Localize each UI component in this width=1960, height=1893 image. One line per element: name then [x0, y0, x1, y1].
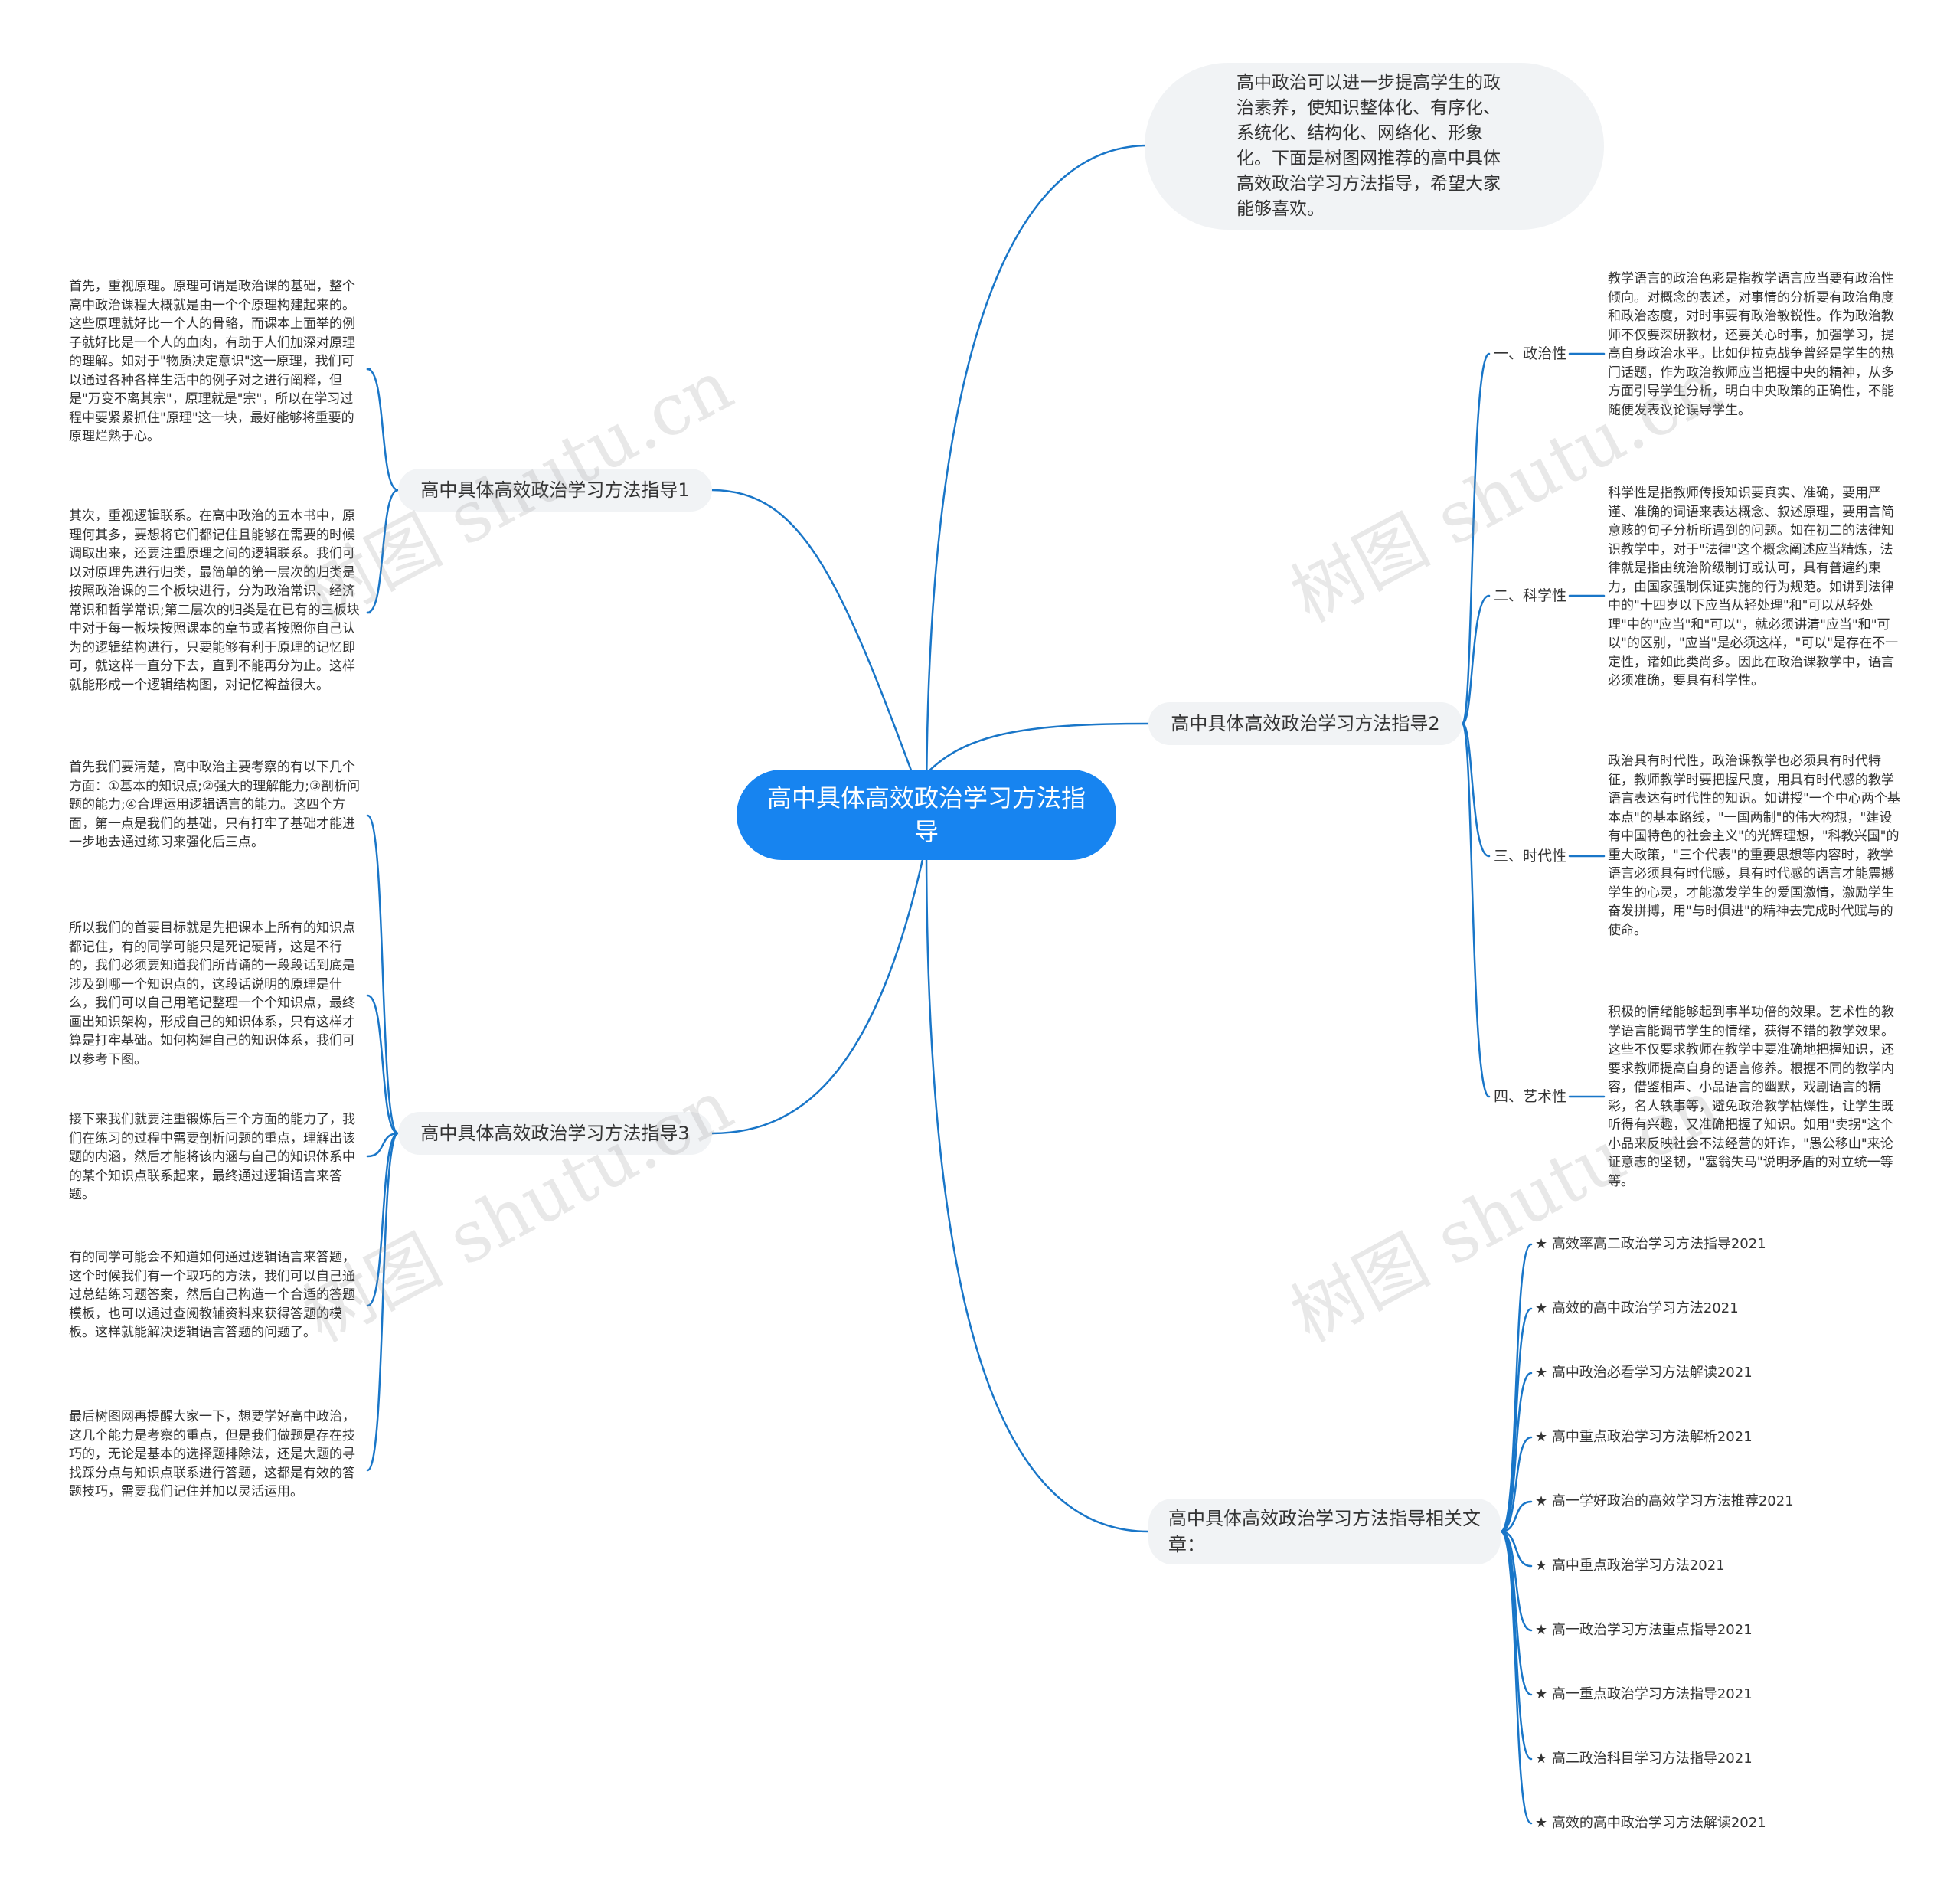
branch-2-node[interactable]: 高中具体高效政治学习方法指导2 [1148, 702, 1462, 745]
link-root-branch4 [925, 841, 1150, 1533]
related-article-1[interactable]: ★ 高效率高二政治学习方法指导2021 [1535, 1236, 1766, 1252]
link-b2-sub4 [1461, 722, 1491, 1098]
link-root-branch3 [710, 841, 928, 1135]
link-b2-sub1 [1461, 352, 1491, 725]
related-article-4[interactable]: ★ 高中重点政治学习方法解析2021 [1535, 1429, 1753, 1445]
branch-4-label: 高中具体高效政治学习方法指导相关文章： [1168, 1508, 1481, 1555]
branch-3-leaf-1: 首先我们要清楚，高中政治主要考察的有以下几个方面：①基本的知识点;②强大的理解能… [69, 760, 361, 850]
branch-1-label: 高中具体高效政治学习方法指导1 [420, 479, 690, 501]
link-b3-leaf3 [366, 1132, 400, 1158]
root-label: 高中具体高效政治学习方法指导 [767, 783, 1086, 846]
intro-text: 高中政治可以进一步提高学生的政治素养，使知识整体化、有序化、系统化、结构化、网络… [1236, 73, 1501, 219]
sub-3-label: 三、时代性 [1494, 848, 1567, 865]
link-b1-leaf1 [366, 368, 400, 492]
intro-node[interactable]: 高中政治可以进一步提高学生的政治素养，使知识整体化、有序化、系统化、结构化、网络… [1145, 63, 1604, 230]
sub-1-label: 一、政治性 [1494, 345, 1567, 362]
link-b3-leaf5 [366, 1132, 400, 1472]
branch-2-sub-1[interactable]: 一、政治性 [1489, 342, 1573, 366]
branch-2-sub-3[interactable]: 三、时代性 [1489, 844, 1573, 868]
branch-2-sub-4[interactable]: 四、艺术性 [1489, 1084, 1573, 1109]
link-b1-leaf2 [366, 489, 400, 614]
branch-2-sub-2-text: 科学性是指教师传授知识要真实、准确，要用严谨、准确的词语来表达概念、叙述原理，要… [1608, 486, 1899, 688]
branch-3-node[interactable]: 高中具体高效政治学习方法指导3 [398, 1112, 712, 1155]
related-article-3[interactable]: ★ 高中政治必看学习方法解读2021 [1535, 1365, 1753, 1381]
branch-4-node[interactable]: 高中具体高效政治学习方法指导相关文章： [1148, 1499, 1501, 1564]
link-b3-leaf2 [366, 994, 400, 1135]
branch-2-sub-3-text: 政治具有时代性，政治课教学也必须具有时代特征，教师教学时要把握尺度，用具有时代感… [1608, 754, 1900, 938]
link-root-branch1 [710, 489, 928, 813]
related-article-5[interactable]: ★ 高一学好政治的高效学习方法推荐2021 [1535, 1493, 1794, 1509]
branch-1-node[interactable]: 高中具体高效政治学习方法指导1 [398, 469, 712, 512]
branch-2-label: 高中具体高效政治学习方法指导2 [1171, 713, 1440, 734]
link-b2-sub3 [1461, 722, 1491, 858]
branch-3-leaf-2: 所以我们的首要目标就是先把课本上所有的知识点都记住，有的同学可能只是死记硬背，这… [69, 920, 355, 1067]
related-article-2[interactable]: ★ 高效的高中政治学习方法2021 [1535, 1300, 1739, 1316]
branch-3-leaf-4: 有的同学可能会不知道如何通过逻辑语言来答题，这个时候我们有一个取巧的方法，我们可… [69, 1250, 355, 1340]
branch-2-sub-2[interactable]: 二、科学性 [1489, 584, 1573, 608]
branch-1-leaf-1: 首先，重视原理。原理可谓是政治课的基础，整个高中政治课程大概就是由一个个原理构建… [69, 279, 355, 444]
branch-3-leaf-5: 最后树图网再提醒大家一下，想要学好高中政治，这几个能力是考察的重点，但是我们做题… [69, 1409, 355, 1499]
link-root-branch2 [925, 722, 1150, 775]
link-b3-leaf1 [366, 814, 400, 1135]
link-b2-sub2 [1461, 594, 1491, 725]
root-node[interactable]: 高中具体高效政治学习方法指导 [737, 770, 1116, 860]
sub-4-label: 四、艺术性 [1494, 1088, 1567, 1105]
related-article-9[interactable]: ★ 高二政治科目学习方法指导2021 [1535, 1751, 1753, 1767]
branch-2-sub-4-text: 积极的情绪能够起到事半功倍的效果。艺术性的教学语言能调节学生的情绪，获得不错的教… [1608, 1005, 1894, 1189]
branch-1-leaf-2: 其次，重视逻辑联系。在高中政治的五本书中，原理何其多，要想将它们都记住且能够在需… [69, 508, 360, 693]
related-article-7[interactable]: ★ 高一政治学习方法重点指导2021 [1535, 1622, 1753, 1638]
branch-2-sub-1-text: 教学语言的政治色彩是指教学语言应当要有政治性倾向。对概念的表述，对事情的分析要有… [1608, 271, 1894, 418]
related-article-10[interactable]: ★ 高效的高中政治学习方法解读2021 [1535, 1815, 1766, 1831]
related-article-8[interactable]: ★ 高一重点政治学习方法指导2021 [1535, 1686, 1753, 1702]
branch-3-label: 高中具体高效政治学习方法指导3 [420, 1123, 690, 1144]
related-article-6[interactable]: ★ 高中重点政治学习方法2021 [1535, 1558, 1725, 1574]
branch-3-leaf-3: 接下来我们就要注重锻炼后三个方面的能力了，我们在练习的过程中需要剖析问题的重点，… [69, 1112, 355, 1202]
link-root-intro [925, 144, 1150, 813]
sub-2-label: 二、科学性 [1494, 587, 1567, 604]
link-b3-leaf4 [366, 1132, 400, 1307]
